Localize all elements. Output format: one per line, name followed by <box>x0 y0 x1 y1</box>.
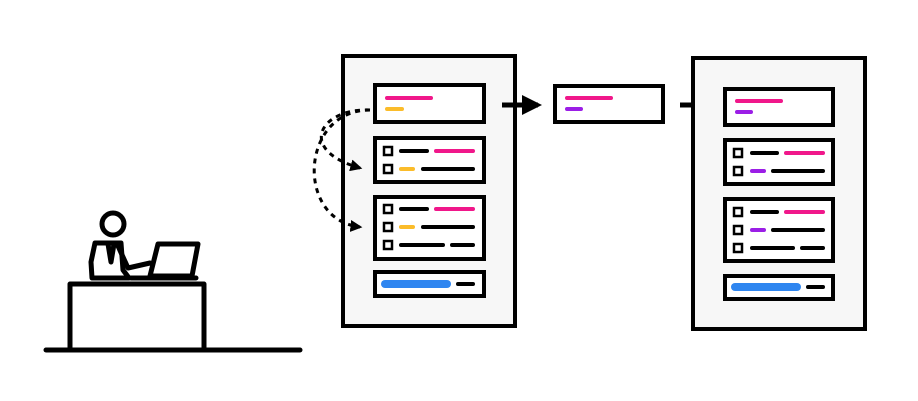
middle-card <box>553 84 665 124</box>
checkbox-icon <box>382 163 394 175</box>
right-panel <box>691 56 867 331</box>
checkbox-icon <box>382 221 394 233</box>
checkbox-icon <box>382 239 394 251</box>
left-header-card <box>373 83 486 124</box>
desk <box>67 281 207 353</box>
person-at-laptop-icon <box>43 210 303 353</box>
right-footer-card <box>723 274 835 301</box>
checkbox-icon <box>382 145 394 157</box>
dashed-curved-arrow-1 <box>320 108 371 172</box>
right-list-card-2 <box>723 197 835 263</box>
checkbox-icon <box>732 165 744 177</box>
checkbox-icon <box>732 224 744 236</box>
checkbox-icon <box>382 203 394 215</box>
checkbox-icon <box>732 206 744 218</box>
left-list-card-2 <box>373 195 486 261</box>
dashed-curved-arrow-2 <box>312 108 371 232</box>
person-arm <box>115 243 153 271</box>
left-list-card-1 <box>373 136 486 184</box>
left-footer-card <box>373 270 486 298</box>
person-head <box>99 210 127 238</box>
right-header-card <box>723 87 835 127</box>
right-list-card-1 <box>723 138 835 186</box>
left-panel <box>312 54 517 328</box>
person-tie <box>105 241 117 265</box>
laptop-screen <box>147 241 201 279</box>
checkbox-icon <box>732 242 744 254</box>
checkbox-icon <box>732 147 744 159</box>
